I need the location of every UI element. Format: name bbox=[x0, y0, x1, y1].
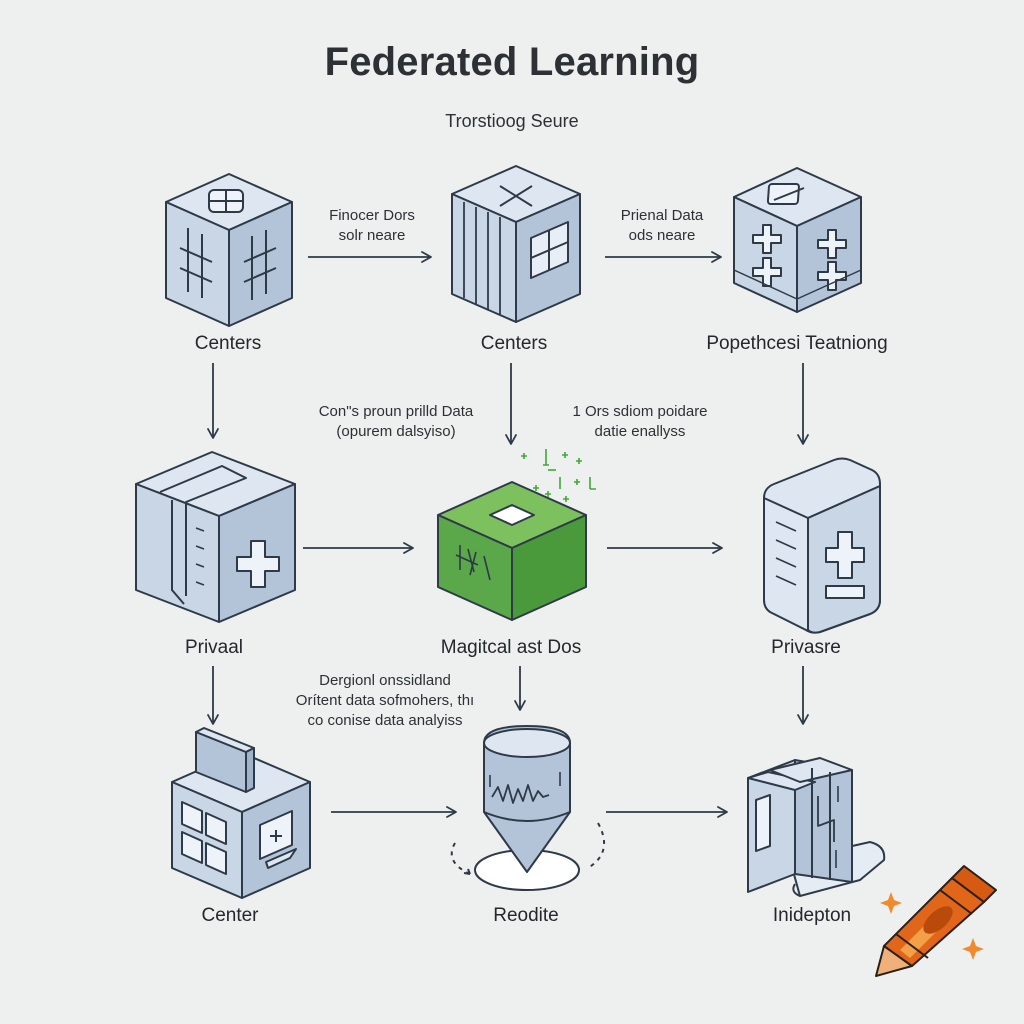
grid-cube-icon bbox=[165, 173, 293, 327]
server-cube-icon bbox=[451, 165, 581, 323]
node-label-n5: Magitcal ast Dos bbox=[440, 637, 582, 658]
edge-note-3-line-1: Con"s proun prilld Data bbox=[318, 403, 474, 420]
node-label-n2: Centers bbox=[480, 333, 548, 354]
edge-note-5-line-1: Dergionl onssidland bbox=[319, 672, 451, 689]
edge-note-1: Finocer Dors solr neare bbox=[312, 206, 432, 246]
sparkle-particles bbox=[521, 449, 596, 502]
folded-cube-icon bbox=[135, 451, 296, 623]
edge-note-4-line-2: datie enallyss bbox=[594, 423, 686, 440]
edge-note-4-line-1: 1 Ors sdiom poidare bbox=[572, 403, 708, 420]
edge-note-1-line-1: Finocer Dors bbox=[329, 207, 415, 224]
edge-note-3-line-2: (opurem dalsyiso) bbox=[336, 423, 456, 440]
edge-note-2-line-2: ods neare bbox=[628, 227, 696, 244]
edge-note-5: Dergionl onssidland Orítent data sofmohe… bbox=[280, 671, 490, 731]
plus-cube-icon bbox=[733, 167, 862, 313]
building-cube-icon bbox=[171, 727, 311, 899]
diagram-title: Federated Learning bbox=[324, 40, 700, 84]
crayon-icon bbox=[875, 865, 997, 977]
node-label-n6: Privasre bbox=[771, 637, 841, 658]
book-cube-icon bbox=[747, 757, 886, 897]
node-label-n4: Privaal bbox=[184, 637, 244, 658]
node-label-n9: Inidepton bbox=[772, 905, 852, 926]
edge-note-4: 1 Ors sdiom poidare datie enallyss bbox=[540, 402, 740, 442]
node-label-n8: Reodite bbox=[493, 905, 559, 926]
edge-note-2-line-1: Prienal Data bbox=[620, 207, 704, 224]
edge-note-3: Con"s proun prilld Data (opurem dalsyiso… bbox=[296, 402, 496, 442]
node-label-n3: Popethcesi Teatniong bbox=[706, 333, 888, 354]
cone-sensor-icon bbox=[450, 725, 606, 891]
connectors bbox=[207, 251, 809, 818]
edge-note-5-line-2: Orítent data sofmohers, thı bbox=[295, 692, 475, 709]
document-cube-icon bbox=[763, 457, 881, 634]
green-cube-icon bbox=[437, 481, 587, 621]
edge-note-5-line-3: co conise data analyiss bbox=[307, 712, 463, 729]
diagram-subtitle: Trorstioog Seure bbox=[445, 111, 579, 131]
node-label-n1: Centers bbox=[194, 333, 262, 354]
edge-note-2: Prienal Data ods neare bbox=[602, 206, 722, 246]
node-label-n7: Center bbox=[201, 905, 259, 926]
edge-note-1-line-2: solr neare bbox=[338, 227, 406, 244]
